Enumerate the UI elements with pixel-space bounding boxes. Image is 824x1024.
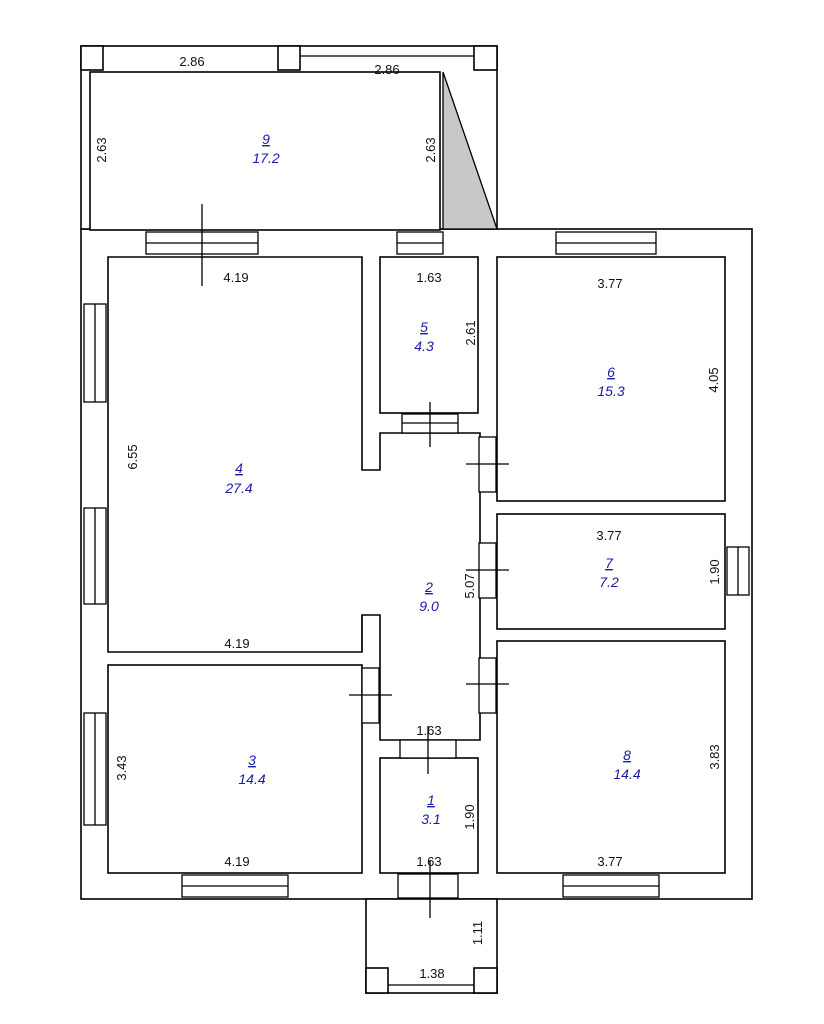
room-area: 17.2: [252, 150, 279, 166]
dimension-label: 1.11: [470, 921, 485, 945]
room-5-outline: [379, 256, 479, 414]
dimension-label: 2.61: [463, 320, 478, 345]
porch-post-left: [365, 967, 389, 994]
room-area: 27.4: [224, 480, 252, 496]
dimension-label: 2.86: [179, 54, 204, 69]
room-area: 15.3: [597, 383, 624, 399]
dimension-label: 1.63: [416, 854, 441, 869]
dimension-label: 4.19: [224, 854, 249, 869]
room-area: 14.4: [238, 771, 265, 787]
dimension-label: 4.19: [223, 270, 248, 285]
veranda-corner-post-right: [473, 45, 498, 71]
room-7-outline: [496, 513, 726, 630]
room-area: 9.0: [419, 598, 439, 614]
dimension-label: 1.38: [419, 966, 444, 981]
dimension-label: 6.55: [125, 444, 140, 469]
dimension-label: 2.86: [374, 62, 399, 77]
room-area: 3.1: [421, 811, 440, 827]
room-8-outline: [496, 640, 726, 874]
dimension-label: 5.07: [462, 573, 477, 598]
room-number: 5: [420, 319, 428, 335]
dimension-label: 3.77: [596, 528, 621, 543]
room-number: 9: [262, 131, 270, 147]
veranda-corner-post-left: [80, 45, 104, 71]
room-3-outline: [107, 664, 363, 874]
dimension-label: 1.63: [416, 270, 441, 285]
veranda-post-middle: [277, 45, 301, 71]
room-number: 2: [424, 579, 433, 595]
dimension-label: 1.63: [416, 723, 441, 738]
room-area: 14.4: [613, 766, 640, 782]
room-number: 6: [607, 364, 615, 380]
dimension-label: 3.77: [597, 854, 622, 869]
dimension-label: 3.83: [707, 744, 722, 769]
dimension-label: 4.05: [706, 367, 721, 392]
dimension-label: 4.19: [224, 636, 249, 651]
door-entrance: [397, 873, 459, 899]
dimension-label: 2.63: [423, 137, 438, 162]
dimension-label: 3.43: [114, 755, 129, 780]
dimension-label: 3.77: [597, 276, 622, 291]
room-number: 4: [235, 460, 243, 476]
room-number: 7: [605, 555, 614, 571]
door-room-8: [478, 657, 497, 714]
room-number: 3: [248, 752, 256, 768]
room-area: 4.3: [414, 338, 434, 354]
dimension-label: 2.63: [94, 137, 109, 162]
room-number: 8: [623, 747, 631, 763]
room-9-outline: [89, 71, 441, 231]
room-number: 1: [427, 792, 435, 808]
porch-post-right: [473, 967, 498, 994]
dimension-label: 1.90: [707, 559, 722, 584]
room-area: 7.2: [599, 574, 619, 590]
stair-ramp: [442, 71, 498, 230]
dimension-label: 1.90: [462, 804, 477, 829]
room-6-outline: [496, 256, 726, 502]
